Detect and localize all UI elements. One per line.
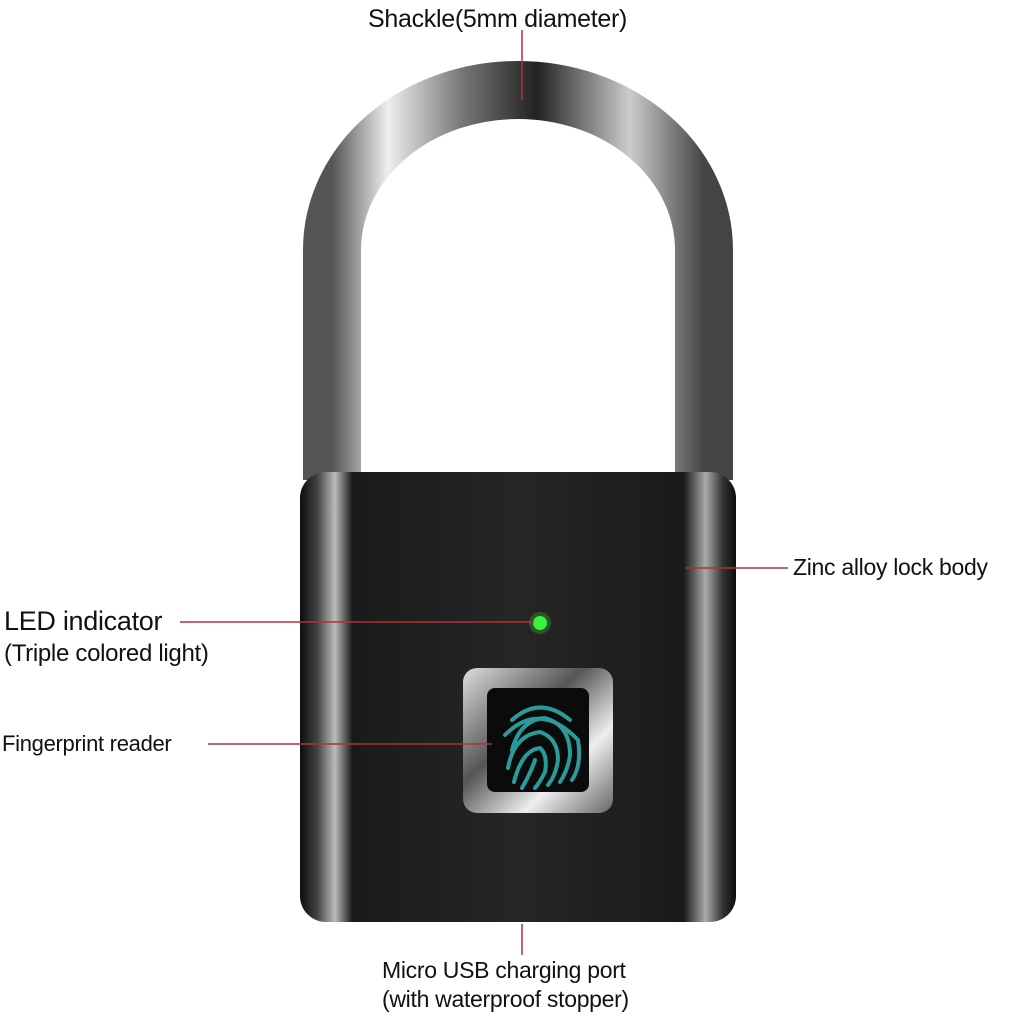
label-usb-detail: (with waterproof stopper) bbox=[382, 986, 629, 1012]
led-indicator bbox=[533, 616, 547, 630]
callout-lines bbox=[180, 30, 788, 955]
label-led-detail: (Triple colored light) bbox=[4, 640, 209, 667]
label-lock-body: Zinc alloy lock body bbox=[793, 554, 988, 580]
label-led: LED indicator bbox=[4, 606, 163, 636]
label-usb: Micro USB charging port bbox=[382, 957, 626, 983]
label-shackle: Shackle(5mm diameter) bbox=[368, 5, 628, 33]
fingerprint-reader bbox=[463, 668, 613, 813]
shackle bbox=[303, 61, 733, 480]
fingerprint-icon bbox=[503, 705, 582, 790]
label-fingerprint: Fingerprint reader bbox=[2, 731, 172, 756]
